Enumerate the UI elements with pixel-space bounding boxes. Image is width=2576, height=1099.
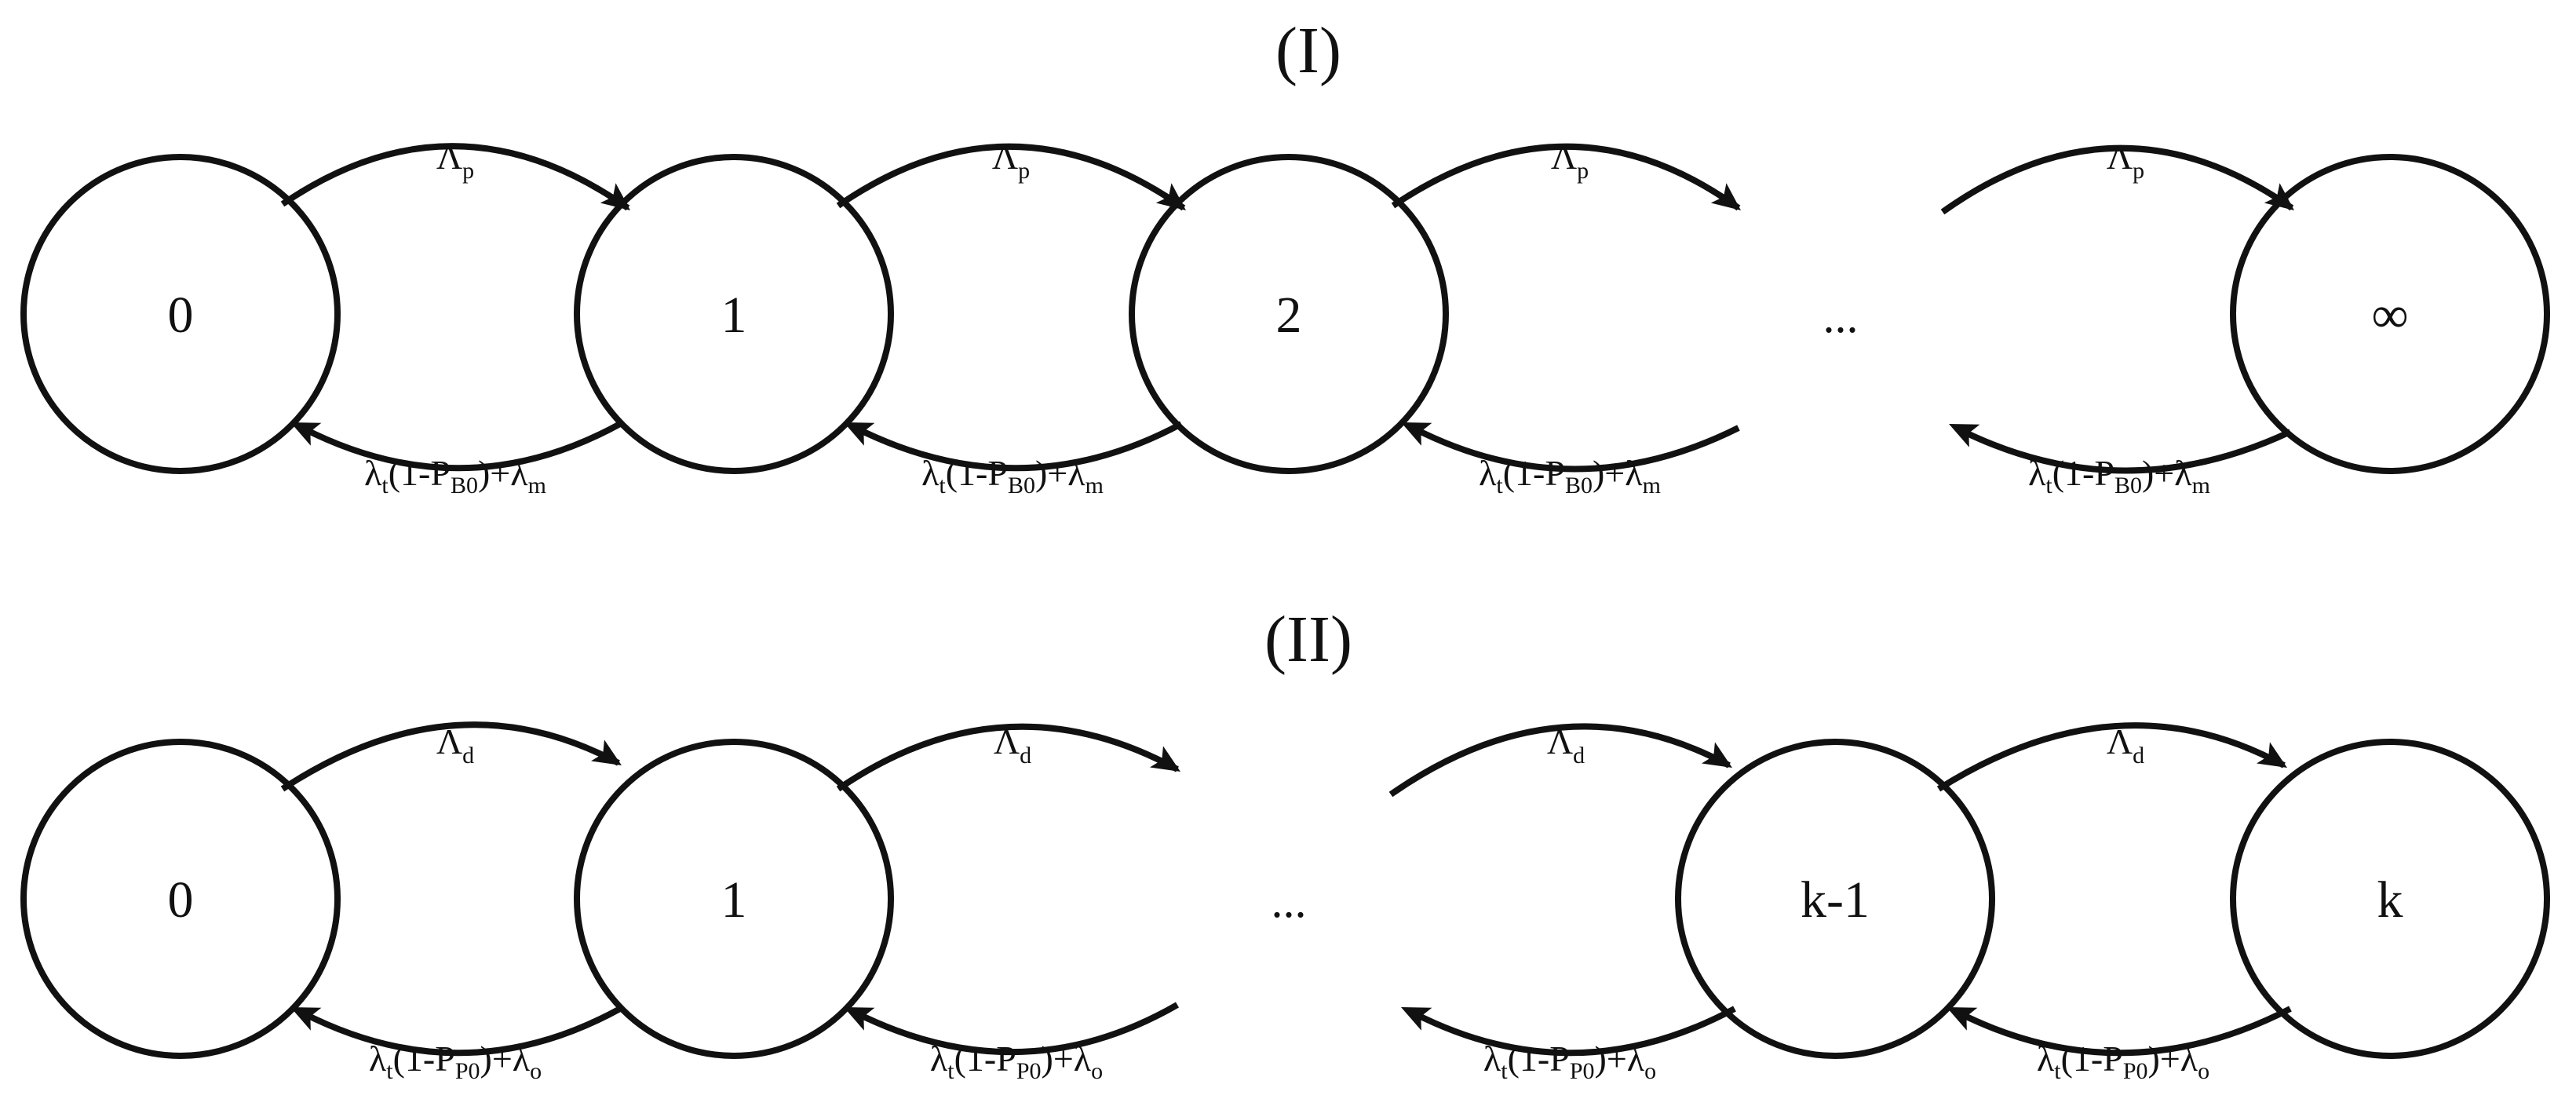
arrowhead-II-f3 bbox=[1701, 742, 1732, 768]
rate-label-I-forward-1: Λp bbox=[436, 137, 474, 184]
state-label-I-inf: ∞ bbox=[2371, 287, 2408, 344]
arrowhead-II-b2 bbox=[844, 1007, 875, 1031]
state-circle-I-0 bbox=[20, 154, 341, 474]
rate-label-I-backward-3: λt(1-PB0)+λm bbox=[1479, 453, 1661, 498]
arrow-I-backward-1-0 bbox=[301, 421, 622, 472]
rate-label-II-backward-2: λt(1-PP0)+λo bbox=[930, 1039, 1103, 1084]
rate-label-I-backward-1: λt(1-PB0)+λm bbox=[364, 453, 546, 498]
arrowhead-I-b1 bbox=[290, 422, 322, 446]
rate-label-I-forward-3: Λp bbox=[1551, 137, 1589, 184]
arrow-I-forward-1-2 bbox=[836, 143, 1186, 211]
state-circle-II-k bbox=[2230, 739, 2550, 1059]
state-circle-I-1 bbox=[574, 154, 894, 474]
arrow-II-forward-k1-k bbox=[1936, 722, 2286, 792]
rate-label-II-forward-1: Λd bbox=[436, 721, 474, 769]
state-label-I-0: 0 bbox=[168, 287, 194, 344]
state-circle-II-k-1 bbox=[1675, 739, 1995, 1059]
state-circle-I-2 bbox=[1129, 154, 1449, 474]
rate-label-I-backward-4: λt(1-PB0)+λm bbox=[2028, 453, 2210, 498]
arrow-II-backward-k-k1 bbox=[1957, 1006, 2292, 1057]
arrowhead-I-b2 bbox=[844, 422, 875, 446]
state-label-II-k: k bbox=[2377, 871, 2403, 929]
arrowhead-I-f2 bbox=[1155, 183, 1186, 210]
arrowhead-II-b1 bbox=[290, 1007, 322, 1031]
arrow-I-backward-dots-2 bbox=[1411, 425, 1740, 473]
arrow-I-forward-dots-inf bbox=[1940, 144, 2294, 215]
arrow-I-backward-2-1 bbox=[854, 421, 1183, 472]
rate-label-II-backward-1: λt(1-PP0)+λo bbox=[369, 1039, 542, 1084]
state-label-II-0: 0 bbox=[168, 871, 194, 929]
arrow-II-backward-1-0 bbox=[301, 1006, 622, 1057]
arrow-I-backward-inf-dots bbox=[1959, 427, 2292, 474]
state-label-I-2: 2 bbox=[1276, 287, 1302, 344]
rate-label-II-forward-3: Λd bbox=[1547, 721, 1585, 769]
state-label-I-1: 1 bbox=[721, 287, 747, 344]
arrowhead-II-f2 bbox=[1149, 746, 1180, 772]
arrowhead-I-f4 bbox=[2264, 183, 2294, 210]
arrow-II-forward-dots-k1 bbox=[1388, 723, 1731, 798]
diagram-I-states bbox=[20, 154, 2550, 474]
rate-label-II-backward-3: λt(1-PP0)+λo bbox=[1483, 1039, 1656, 1084]
arrow-II-backward-dots-1 bbox=[854, 1002, 1179, 1055]
state-circle-II-1 bbox=[574, 739, 894, 1059]
arrow-II-forward-0-1 bbox=[280, 721, 620, 792]
arrowhead-I-b3 bbox=[1401, 422, 1432, 446]
arrowhead-II-f4 bbox=[2256, 742, 2287, 768]
rate-label-II-forward-2: Λd bbox=[994, 721, 1031, 769]
arrowhead-I-f1 bbox=[600, 183, 630, 210]
diagram-II-states bbox=[20, 739, 2550, 1059]
diagram-II-title: (II) bbox=[1264, 603, 1352, 676]
arrow-II-backward-k1-dots bbox=[1411, 1006, 1736, 1057]
arrow-II-forward-1-dots bbox=[836, 723, 1179, 792]
rate-label-I-forward-4: Λp bbox=[2107, 137, 2144, 184]
rate-label-I-forward-2: Λp bbox=[992, 137, 1030, 184]
arrowhead-II-b3 bbox=[1401, 1007, 1432, 1031]
arrowhead-II-b4 bbox=[1947, 1007, 1978, 1031]
rate-label-II-backward-4: λt(1-PP0)+λo bbox=[2037, 1039, 2209, 1084]
state-label-II-1: 1 bbox=[721, 871, 747, 929]
state-circle-II-0 bbox=[20, 739, 341, 1059]
arrow-I-forward-2-dots bbox=[1391, 143, 1741, 211]
ellipsis-II: ... bbox=[1272, 875, 1307, 927]
arrow-I-forward-0-1 bbox=[280, 143, 630, 211]
ellipsis-I: ... bbox=[1823, 290, 1859, 342]
state-label-II-k-1: k-1 bbox=[1801, 871, 1870, 929]
arrowhead-I-f3 bbox=[1710, 183, 1741, 210]
arrowhead-I-b4 bbox=[1949, 424, 1980, 447]
diagram-I-title: (I) bbox=[1275, 14, 1341, 87]
rate-label-II-forward-4: Λd bbox=[2107, 721, 2144, 769]
state-circle-I-inf bbox=[2230, 154, 2550, 474]
arrowhead-II-f1 bbox=[590, 739, 622, 765]
rate-label-I-backward-2: λt(1-PB0)+λm bbox=[921, 453, 1104, 498]
